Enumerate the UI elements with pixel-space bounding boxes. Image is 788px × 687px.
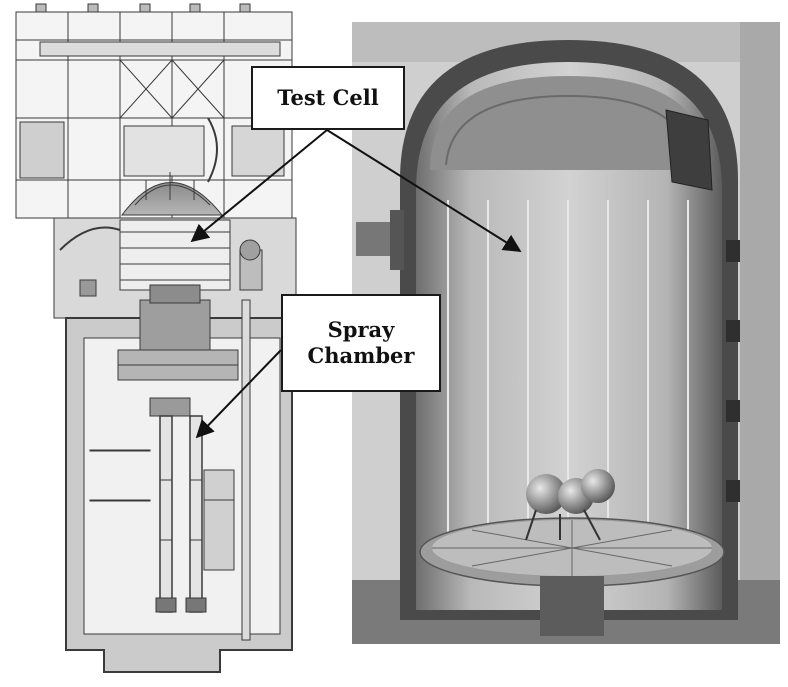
arrow-to-right-test-cell [326,129,522,252]
spray-chamber-label-line2: Chamber [307,343,415,368]
spray-chamber-label: Spray Chamber [281,294,441,392]
test-cell-label: Test Cell [251,66,405,130]
test-cell-label-text: Test Cell [277,84,379,110]
arrow-to-spray-chamber [195,349,282,439]
spray-chamber-label-line1: Spray [327,316,395,342]
arrow-to-left-test-cell [190,129,328,243]
leader-arrows [190,129,522,439]
render-image [352,22,780,644]
cross-section-drawing [15,3,297,673]
